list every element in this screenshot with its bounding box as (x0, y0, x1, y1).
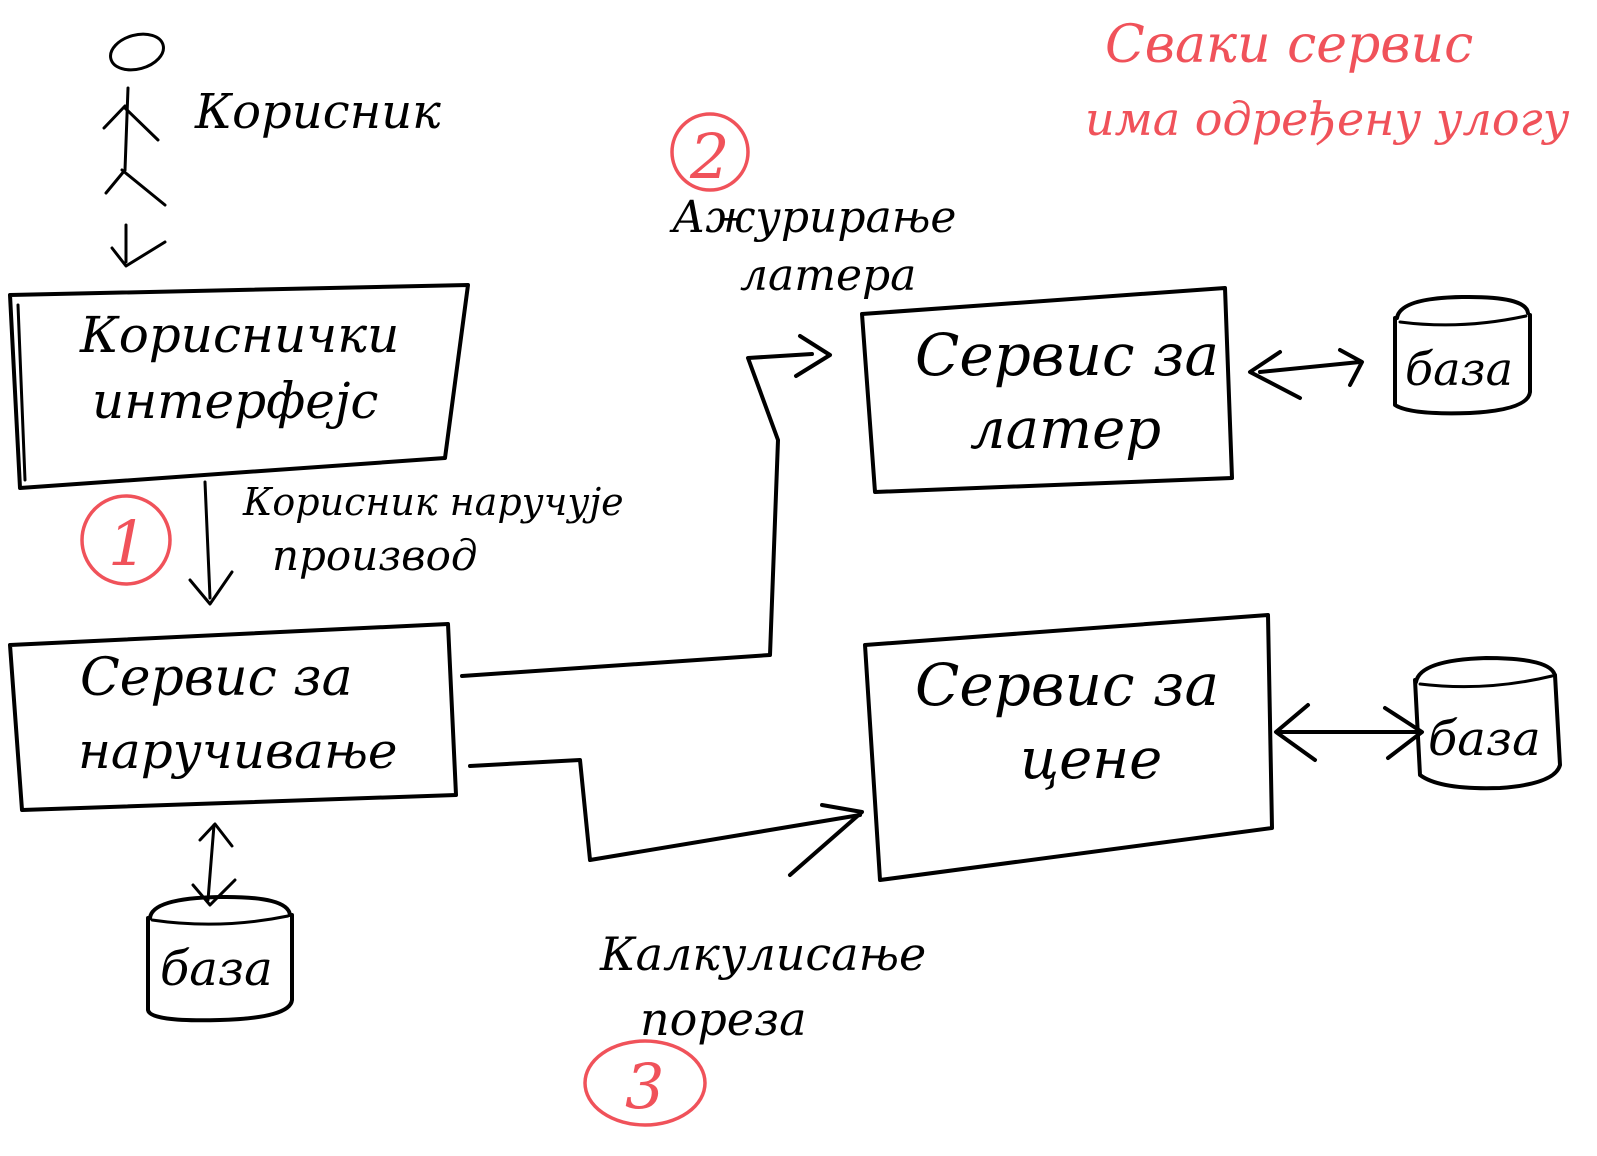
step-2-label: 2 Ажурирање латера (669, 112, 956, 301)
ordering-database-icon: база (146, 894, 294, 1023)
data-service-box[interactable]: Сервис за латер (860, 286, 1234, 494)
step-2-line-1: Ажурирање (669, 192, 956, 243)
prices-service-box[interactable]: Сервис за цене (863, 613, 1274, 882)
ordering-box-line-1: Сервис за (80, 648, 353, 708)
ordering-box-line-2: наручивање (78, 722, 397, 780)
prices-db-label: база (1428, 711, 1541, 767)
ordering-service-box[interactable]: Сервис за наручивање (8, 622, 458, 812)
step-1-number: 1 (108, 507, 147, 580)
step-1-arrow (188, 480, 234, 606)
step-3-circle (583, 1039, 707, 1127)
data-database-icon: база (1393, 294, 1532, 416)
ui-box-line-1: Кориснички (79, 306, 399, 364)
user-interface-box[interactable]: Кориснички интерфејс (8, 283, 470, 490)
step-2-line-2: латера (740, 250, 916, 301)
note-line-1: Сваки сервис (1105, 15, 1473, 75)
prices-box-line-1: Сервис за (915, 651, 1219, 719)
actor-arrow (110, 223, 167, 268)
ordering-db-connector (191, 822, 237, 907)
ordering-db-label: база (160, 941, 273, 997)
data-db-connector (1248, 348, 1364, 400)
prices-db-connector (1274, 703, 1424, 762)
step-1-label: 1 Корисник наручује производ (80, 480, 624, 586)
step-1-line-2: производ (272, 531, 478, 580)
data-box-line-2: латер (970, 397, 1161, 462)
data-db-label: база (1405, 342, 1513, 396)
step-1-circle (80, 494, 172, 586)
prices-database-icon: база (1413, 656, 1562, 791)
step-3-line-1: Калкулисање (599, 927, 926, 981)
step-3-number: 3 (625, 1050, 664, 1123)
data-box-line-1: Сервис за (915, 321, 1219, 389)
actor-label: Корисник (194, 84, 441, 140)
stick-figure-icon (102, 32, 167, 207)
step-1-line-1: Корисник наручује (242, 480, 624, 524)
note-annotation: Сваки сервис има одређену улогу (1085, 15, 1570, 146)
step-3-connector (468, 758, 864, 877)
step-3-label: Калкулисање пореза 3 (583, 927, 926, 1127)
ui-box-line-2: интерфејс (92, 372, 378, 430)
note-line-2: има одређену улогу (1085, 92, 1570, 146)
step-2-circle (670, 112, 750, 192)
step-3-line-2: пореза (640, 992, 807, 1046)
step-2-connector (460, 334, 832, 678)
step-2-number: 2 (689, 120, 729, 193)
prices-box-line-2: цене (1020, 727, 1162, 792)
